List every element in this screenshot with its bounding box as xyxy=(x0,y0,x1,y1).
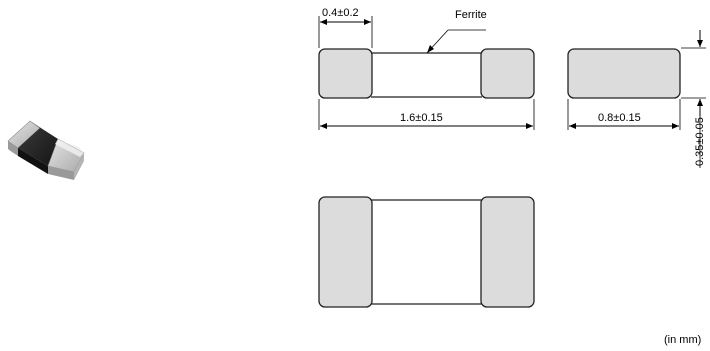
end-view-drawing: 0.8±0.15 0.35±0.05 xyxy=(567,30,706,168)
ferrite-label: Ferrite xyxy=(455,9,487,21)
width-label: 0.8±0.15 xyxy=(598,112,641,124)
bottom-left-electrode xyxy=(318,196,373,308)
thickness-label: 0.35±0.05 xyxy=(694,117,706,166)
bottom-right-electrode xyxy=(480,196,535,308)
bottom-view-drawing xyxy=(318,196,535,308)
top-view-drawing: Ferrite 0.4±0.2 1.6±0.15 xyxy=(318,7,535,130)
chip-3d-illustration xyxy=(7,120,85,180)
end-electrode xyxy=(567,48,681,99)
left-electrode xyxy=(318,48,373,99)
length-label: 1.6±0.15 xyxy=(400,112,443,124)
units-label: (in mm) xyxy=(664,334,701,346)
right-electrode xyxy=(480,48,535,99)
electrode-width-label: 0.4±0.2 xyxy=(322,7,359,19)
